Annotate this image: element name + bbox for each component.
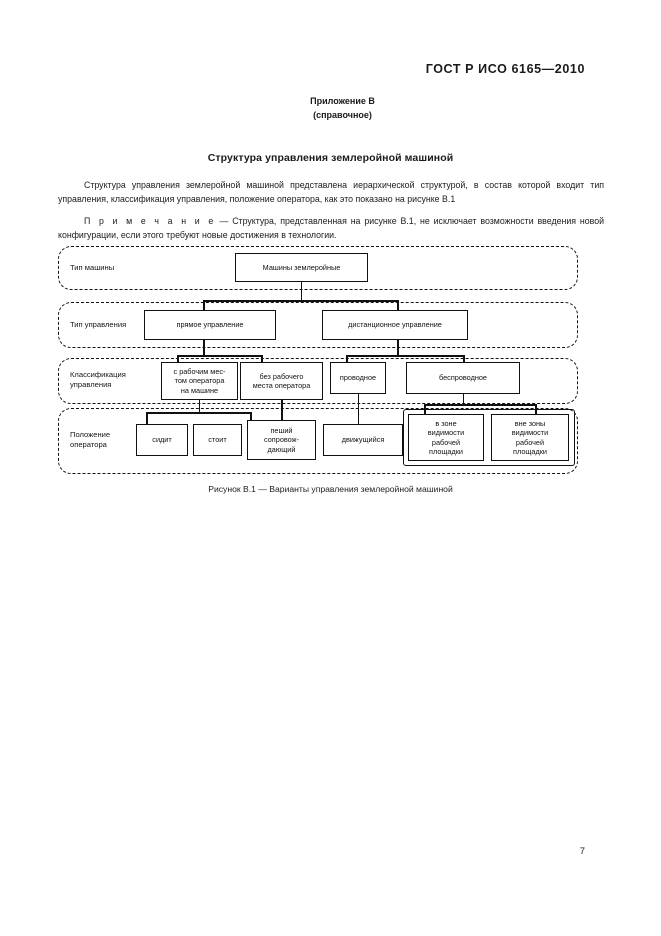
connector-level2-bus [203,300,399,302]
page-title: Структура управления землеройной машиной [207,152,454,164]
connector-with-workplace-stem [198,400,201,414]
node-out-sight-line1: вне зоны [514,419,546,429]
node-root-machines: Машины землеройные [235,253,368,282]
connector-level4-bus-b [424,404,537,406]
connector-wireless-stem [462,394,465,406]
connector-level2-right-drop [397,300,399,311]
node-in-sight-line4: площадки [429,446,463,456]
node-walking-line1: пеший [270,426,293,436]
connector-level3-l2-drop [261,355,263,364]
node-in-sight-line3: рабочей [431,437,461,447]
intro-paragraph-text: Структура управления землеройной машиной… [58,180,604,205]
node-in-sight-of-work-area: в зоне видимости рабочей площадки [408,414,484,461]
control-structure-diagram: Тип машины Тип управления Классификация … [58,246,578,474]
node-wired-control: проводное [330,362,386,394]
row-label-control-type: Тип управления [70,320,127,329]
figure-caption: Рисунок В.1 — Варианты управления землер… [208,484,453,494]
node-without-operator-workplace: без рабочего места оператора [240,362,323,400]
connector-level3-right-bus [346,355,465,357]
node-remote-control: дистанционное управление [322,310,468,340]
page-number: 7 [579,846,585,857]
connector-direct-stem [203,340,205,357]
row-label-operator-position: Положение оператора [70,430,162,450]
note-paragraph: П р и м е ч а н и е — Структура, предста… [58,214,604,242]
node-wireless-control: беспроводное [406,362,520,394]
node-in-sight-line1: в зоне [435,419,457,429]
node-in-sight-line2: видимости [427,428,465,438]
appendix-heading: Приложение В (справочное) [0,94,661,122]
note-label: П р и м е ч а н и е [84,216,216,226]
row-band-control-type [58,302,578,348]
node-with-workplace-line1: с рабочим мес- [173,367,226,377]
row-band-operator-position [58,408,578,474]
appendix-label: Приложение В [310,96,375,106]
node-standing: стоит [193,424,242,456]
connector-level3-l1-drop [177,355,179,364]
connector-level4-bus-a [146,412,252,414]
connector-level3-r1-drop [346,355,348,364]
node-with-operator-workplace: с рабочим мес- том оператора на машине [161,362,238,400]
note-text: Структура, представленная на рисунке В.1… [58,216,605,241]
node-out-sight-line4: площадки [513,446,547,456]
node-out-of-sight-of-work-area: вне зоны видимости рабочей площадки [491,414,569,461]
row-label-control-class-line1: Классификация [70,370,126,379]
connector-level3-r2-drop [463,355,465,364]
node-out-sight-line2: видимости [511,428,549,438]
row-label-operator-position-line2: оператора [70,440,107,449]
node-walking-escort: пеший сопровож- дающий [247,420,316,460]
operator-sight-group-frame [403,409,575,466]
connector-without-workplace-stem [281,400,283,426]
node-out-sight-line3: рабочей [515,437,545,447]
node-moving: движущийся [323,424,403,456]
intro-paragraph: Структура управления землеройной машиной… [58,178,604,206]
connector-remote-stem [397,340,399,357]
row-label-control-class: Классификация управления [70,370,162,390]
node-with-workplace-line2: том оператора [174,376,225,386]
node-walking-line2: сопровож- [264,435,299,445]
node-without-workplace-line1: без рабочего [259,371,304,381]
node-with-workplace-line3: на машине [180,385,219,395]
appendix-kind: (справочное) [313,110,372,120]
node-walking-line3: дающий [267,444,296,454]
row-band-machine-type [58,246,578,290]
node-seated: сидит [136,424,188,456]
note-dash: — [215,216,233,226]
standard-header: ГОСТ Р ИСО 6165—2010 [425,62,585,76]
row-label-control-class-line2: управления [70,380,112,389]
row-label-operator-position-line1: Положение [70,430,111,439]
node-direct-control: прямое управление [144,310,276,340]
connector-level2-left-drop [203,300,205,311]
connector-seated-drop [146,412,148,426]
connector-wired-stem [357,394,360,426]
row-band-control-class [58,358,578,404]
row-label-machine-type: Тип машины [70,263,115,272]
connector-standing-drop [250,412,252,426]
node-without-workplace-line2: места оператора [252,381,311,390]
connector-root-stem [300,282,303,302]
connector-level3-left-bus [177,355,263,357]
